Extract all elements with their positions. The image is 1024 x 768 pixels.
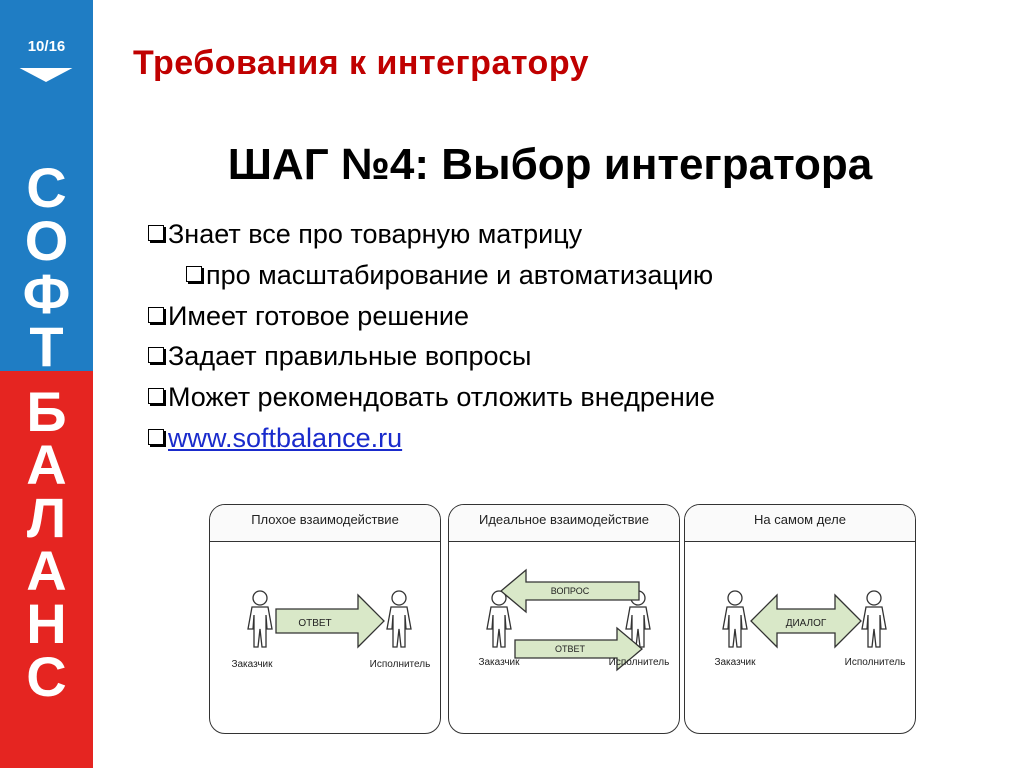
sidebar-blue-section (0, 0, 93, 371)
brand-letter: О (24, 209, 69, 272)
next-arrow-notch (12, 64, 80, 68)
person-icon (486, 590, 512, 648)
person-icon (386, 590, 412, 648)
brand-letter: С (26, 645, 67, 708)
panel-bad-interaction: Плохое взаимодействие ОТВЕТ Заказчик Исп… (209, 504, 441, 734)
person-label: Исполнитель (609, 657, 670, 668)
website-link[interactable]: www.softbalance.ru (168, 423, 403, 453)
reality-diagram: ДИАЛОГ Заказчик Исполнитель (714, 590, 906, 668)
checkbox-bullet-icon (148, 306, 164, 323)
checkbox-bullet-icon (148, 387, 164, 404)
brand-letter: С (26, 156, 67, 219)
arrow-label: ОТВЕТ (298, 618, 331, 629)
bullet-item: Знает все про товарную матрицу (148, 218, 582, 250)
bullet-item: Имеет готовое решение (148, 300, 469, 332)
brand-letter: Л (26, 486, 67, 549)
brand-letter: А (26, 433, 67, 496)
sidebar-red-section (0, 371, 93, 768)
ideal-interaction-diagram: ВОПРОС ОТВЕТ Заказчик Исполнитель (478, 568, 670, 672)
person-label: Заказчик (478, 657, 520, 668)
panel-header: Идеальное взаимодействие (449, 505, 679, 542)
brand-letter: А (26, 539, 67, 602)
checkbox-bullet-icon (148, 428, 164, 445)
answer-arrow (514, 626, 644, 672)
person-label: Заказчик (714, 657, 756, 668)
next-arrow-icon[interactable] (12, 64, 80, 82)
checkbox-bullet-icon (148, 346, 164, 363)
panel-ideal-interaction: Идеальное взаимодействие ВОПРОС ОТВЕТ За… (448, 504, 680, 734)
person-icon (722, 590, 748, 648)
slide-title: Требования к интегратору (133, 44, 590, 82)
arrow-label: ОТВЕТ (555, 644, 586, 654)
person-icon (861, 590, 887, 648)
brand-letter: Н (26, 592, 67, 655)
person-icon (625, 590, 651, 648)
checkbox-bullet-icon (186, 265, 202, 282)
answer-arrow (275, 593, 385, 649)
checkbox-bullet-icon (148, 224, 164, 241)
bad-interaction-diagram: ОТВЕТ Заказчик Исполнитель (231, 590, 431, 670)
person-label: Исполнитель (370, 659, 431, 670)
bullet-item: про масштабирование и автоматизацию (186, 259, 713, 291)
bullet-item: www.softbalance.ru (148, 422, 402, 454)
arrow-label: ВОПРОС (551, 586, 590, 596)
bullet-item: Задает правильные вопросы (148, 340, 531, 372)
slide-subtitle: ШАГ №4: Выбор интегратора (227, 140, 873, 189)
person-label: Заказчик (231, 659, 273, 670)
page-counter: 10/16 (27, 38, 66, 55)
brand-letter: Т (29, 315, 64, 378)
question-arrow (499, 568, 640, 614)
arrow-label: ДИАЛОГ (786, 618, 827, 629)
panel-header: На самом деле (685, 505, 915, 542)
brand-letter: Б (26, 380, 67, 443)
person-label: Исполнитель (845, 657, 906, 668)
dialog-double-arrow (750, 593, 862, 649)
panel-in-reality: На самом деле ДИАЛОГ Заказчик Исполнител… (684, 504, 916, 734)
panel-header: Плохое взаимодействие (210, 505, 440, 542)
brand-sidebar: 10/16 С О Ф Т Б А Л А Н С (0, 0, 93, 768)
bullet-item: Может рекомендовать отложить внедрение (148, 381, 715, 413)
brand-letter: Ф (22, 262, 71, 325)
person-icon (247, 590, 273, 648)
